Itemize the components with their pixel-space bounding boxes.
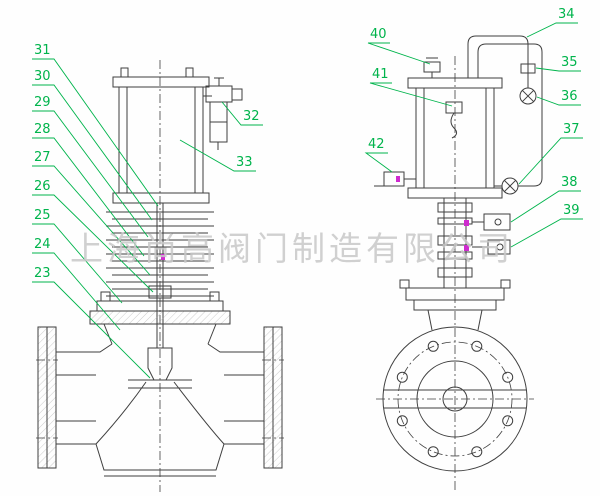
valve-side-view — [382, 279, 528, 472]
solenoid-valve — [203, 77, 243, 150]
callout-36: 36 — [561, 89, 578, 104]
callout-32: 32 — [243, 109, 260, 124]
stem-coupling — [437, 198, 473, 288]
globe-valve-body — [36, 326, 284, 477]
callout-39: 39 — [563, 203, 580, 218]
bonnet-flange — [89, 291, 231, 345]
air-piping — [467, 35, 543, 187]
callout-37: 37 — [563, 122, 580, 137]
callout-31: 31 — [34, 43, 51, 58]
callout-26: 26 — [34, 179, 51, 194]
right-view — [374, 35, 543, 492]
finned-bonnet — [106, 211, 214, 348]
callout-38: 38 — [561, 175, 578, 190]
actuator-cylinder — [112, 67, 210, 212]
top-fittings — [423, 57, 463, 139]
filter-regulator — [494, 87, 537, 195]
callout-leaders — [32, 22, 583, 379]
junction-box — [374, 171, 416, 187]
callout-34: 34 — [558, 7, 575, 22]
actuator-side — [407, 77, 503, 199]
callout-40: 40 — [370, 27, 387, 42]
callout-25: 25 — [34, 208, 51, 223]
callout-42: 42 — [368, 137, 385, 152]
callout-35: 35 — [561, 55, 578, 70]
callout-41: 41 — [372, 67, 389, 82]
callout-33: 33 — [236, 155, 253, 170]
left-view — [36, 60, 284, 492]
callout-29: 29 — [34, 95, 51, 110]
callout-28: 28 — [34, 122, 51, 137]
callout-24: 24 — [34, 237, 51, 252]
callout-30: 30 — [34, 69, 51, 84]
limit-switches — [472, 213, 511, 255]
callout-23: 23 — [34, 266, 51, 281]
callout-27: 27 — [34, 150, 51, 165]
